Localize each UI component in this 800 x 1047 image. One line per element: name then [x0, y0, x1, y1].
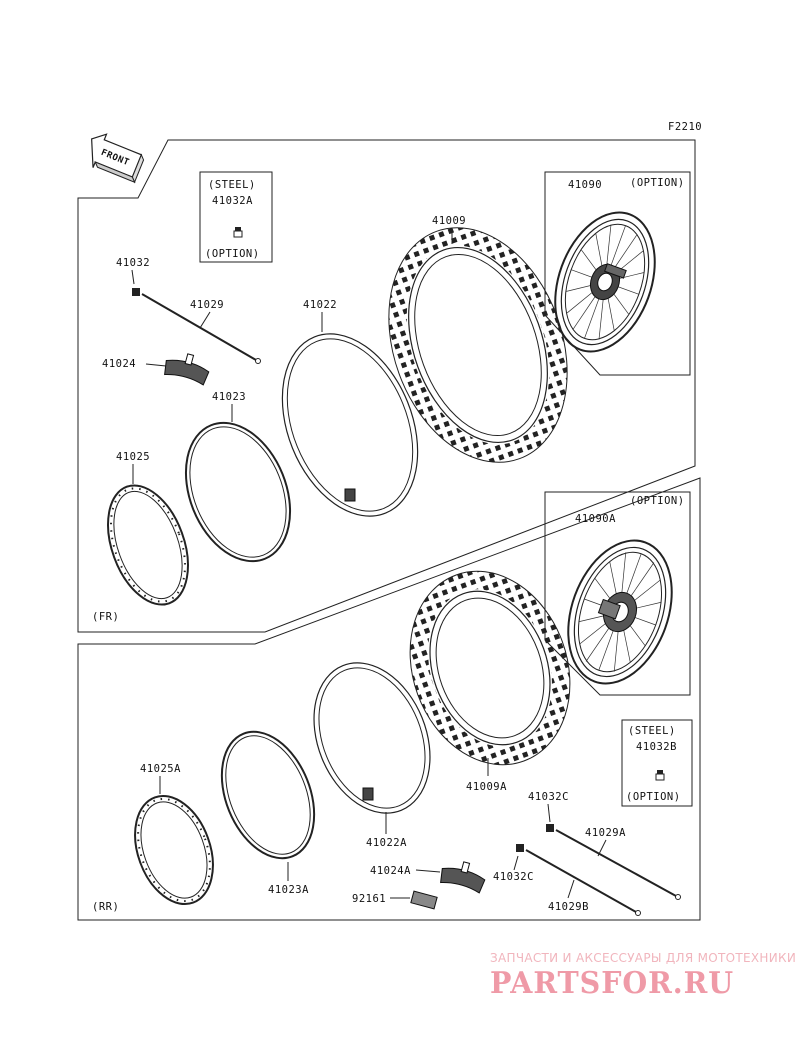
nipple-icon-rear-b: [516, 844, 524, 852]
steel-rear-part: 41032B: [636, 741, 677, 753]
steel-option-box-front: [199, 171, 273, 263]
section-rear: (RR): [92, 901, 119, 913]
steel-rear-top: (STEEL): [628, 725, 676, 737]
valve-icon: [344, 488, 356, 502]
nipple-icon-rear-a: [546, 824, 554, 832]
rim-lock-icon: [164, 353, 210, 386]
pad-icon: [410, 890, 438, 910]
label-41032C-b: 41032C: [493, 871, 534, 883]
steel-front-top: (STEEL): [208, 179, 256, 191]
rim-band-front: [184, 421, 292, 563]
label-41029: 41029: [190, 299, 224, 311]
wheel-front-part: 41090: [568, 179, 602, 191]
label-41029B: 41029B: [548, 901, 589, 913]
tire-front: [388, 227, 568, 463]
rim-front: [107, 484, 189, 606]
rim-rear: [134, 794, 214, 906]
nipple-icon: [132, 288, 140, 296]
label-41023A: 41023A: [268, 884, 309, 896]
tube-front: [281, 333, 419, 517]
section-front: (FR): [92, 611, 119, 623]
valve-cap-icon: [233, 227, 243, 238]
label-41024: 41024: [102, 358, 136, 370]
label-41032: 41032: [116, 257, 150, 269]
label-92161: 92161: [352, 893, 386, 905]
label-41025A: 41025A: [140, 763, 181, 775]
tire-rear: [409, 570, 571, 766]
spoke-rear-b: [525, 849, 637, 913]
steel-front-part: 41032A: [212, 195, 253, 207]
label-41032C-a: 41032C: [528, 791, 569, 803]
valve-cap-icon-rear: [655, 770, 665, 781]
wheel-rear-note: (OPTION): [630, 495, 685, 507]
spoked-wheel-rear: [567, 539, 673, 685]
label-41025: 41025: [116, 451, 150, 463]
rim-lock-icon-rear: [440, 861, 486, 894]
front-arrow-icon: FRONT: [91, 133, 145, 184]
label-41024A: 41024A: [370, 865, 411, 877]
watermark-tagline: ЗАПЧАСТИ И АКСЕССУАРЫ ДЛЯ МОТОТЕХНИКИ: [490, 951, 797, 965]
figure-code: F2210: [668, 121, 702, 133]
valve-icon-rear: [362, 787, 374, 801]
wheel-rear-part: 41090A: [575, 513, 616, 525]
wheel-front-note: (OPTION): [630, 177, 685, 189]
label-41029A: 41029A: [585, 827, 626, 839]
label-41022: 41022: [303, 299, 337, 311]
label-41022A: 41022A: [366, 837, 407, 849]
spoke-rear-a: [555, 829, 677, 897]
watermark-logo: PARTSFOR.RU: [490, 966, 735, 1001]
spoked-wheel-front: [554, 211, 656, 353]
label-41023: 41023: [212, 391, 246, 403]
tube-rear: [313, 662, 431, 814]
rear-section-frame: [77, 477, 701, 921]
front-section-frame: [77, 139, 696, 633]
label-41009A: 41009A: [466, 781, 507, 793]
rim-band-rear: [220, 730, 316, 860]
spoke-front: [141, 293, 257, 361]
steel-option-box-rear: [621, 719, 693, 807]
steel-rear-bottom: (OPTION): [626, 791, 681, 803]
steel-front-bottom: (OPTION): [205, 248, 260, 260]
label-41009: 41009: [432, 215, 466, 227]
